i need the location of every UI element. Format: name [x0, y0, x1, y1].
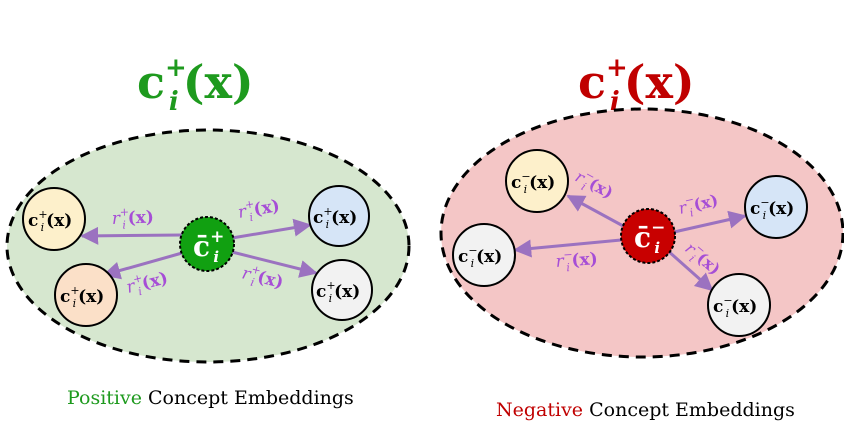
- positive-node-blue-label: c+i(x): [313, 205, 357, 231]
- negative-arrow-right-top: [673, 210, 747, 234]
- positive-arrow-right-top: [231, 218, 312, 240]
- negative-radius-label-3: r−i(x): [676, 187, 721, 221]
- negative-arrow-right-bottom: [666, 248, 714, 292]
- negative-node-white-right: [707, 273, 771, 337]
- negative-center-node: [620, 208, 676, 264]
- positive-node-white-label: c+i(x): [316, 279, 360, 305]
- negative-arrow-left-bottom: [513, 238, 622, 258]
- positive-node-white: [311, 259, 373, 321]
- negative-node-white-left-label: c−i(x): [458, 244, 502, 270]
- positive-node-orange: [54, 263, 118, 327]
- negative-node-yellow: [505, 149, 569, 213]
- positive-radius-label-3: r+i(x): [236, 193, 282, 226]
- negative-node-blue-label: c−i(x): [750, 196, 794, 222]
- negative-title: c+i(x): [578, 53, 695, 117]
- negative-panel: c+i(x) r−i(x) r−i(x) r−i(x) r−i(x) c̄−i: [439, 53, 844, 421]
- positive-node-orange-label: c+i(x): [60, 284, 104, 310]
- positive-caption: Positive Concept Embeddings: [67, 387, 354, 409]
- negative-node-yellow-label: c−i(x): [511, 170, 555, 196]
- positive-node-yellow: [22, 187, 86, 251]
- negative-center-label: c̄−i: [634, 218, 665, 257]
- positive-arrow-right-bottom: [231, 250, 318, 278]
- negative-radius-label-2: r−i(x): [555, 246, 599, 275]
- negative-node-white-right-label: c−i(x): [713, 294, 757, 320]
- positive-panel: c+i(x) r+i(x) r+i(x) r+i(x) r+i(x) c̄+i: [5, 53, 411, 409]
- negative-node-white-left: [452, 223, 516, 287]
- positive-node-yellow-label: c+i(x): [28, 208, 72, 234]
- negative-caption: Negative Concept Embeddings: [496, 399, 795, 421]
- negative-node-blue: [744, 175, 808, 239]
- positive-arrow-left-bottom: [102, 251, 183, 280]
- positive-center-label: c̄+i: [193, 227, 224, 266]
- positive-radius-label-2: r+i(x): [124, 265, 171, 300]
- positive-center-node: [179, 216, 235, 272]
- positive-node-blue: [308, 185, 370, 247]
- positive-radius-label-1: r+i(x): [111, 205, 154, 232]
- positive-arrow-left-top: [80, 226, 183, 245]
- negative-arrow-left-top: [566, 194, 626, 229]
- positive-title: c+i(x): [137, 53, 254, 117]
